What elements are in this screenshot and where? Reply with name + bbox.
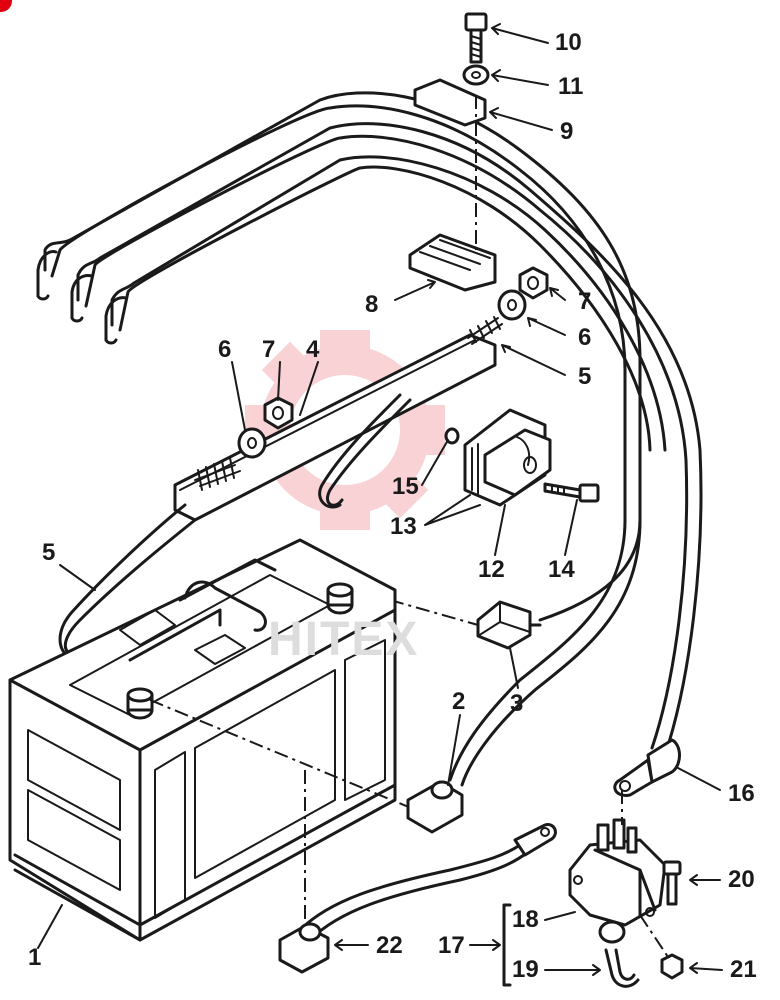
callout-19: 19: [512, 956, 539, 983]
nut-21-icon: [660, 953, 684, 980]
callout-6-left: 6: [218, 336, 232, 363]
solenoid-relay: [568, 818, 667, 944]
callout-4: 4: [306, 336, 320, 363]
ground-cable: [278, 823, 557, 974]
leader-lines: [37, 23, 723, 987]
cable-to-terminal-2: [448, 518, 627, 782]
callout-18: 18: [512, 906, 539, 933]
washer-11-icon: [462, 64, 490, 86]
callout-21: 21: [730, 956, 757, 983]
battery: [8, 538, 397, 942]
callout-13: 13: [390, 513, 417, 540]
fuse-holder: [463, 408, 552, 507]
bolt-10-icon: [464, 12, 488, 64]
ring-terminal-16: [613, 738, 681, 797]
callout-16: 16: [728, 780, 755, 807]
callout-11: 11: [558, 73, 584, 100]
long-cables: [36, 91, 703, 757]
pad-8: [408, 233, 497, 292]
callout-7-left: 7: [262, 336, 276, 363]
clamp-bar: [58, 333, 497, 660]
terminal-axis-line: [149, 699, 441, 821]
callout-10: 10: [555, 29, 582, 56]
bolt-20-icon: [662, 860, 682, 906]
callout-3: 3: [510, 690, 524, 717]
callout-5-left: 5: [42, 539, 56, 566]
callout-9: 9: [560, 118, 574, 145]
callout-20: 20: [728, 866, 755, 893]
callout-15: 15: [392, 473, 419, 500]
callout-7-right: 7: [578, 288, 592, 315]
callout-2: 2: [452, 688, 466, 715]
pipe-19-icon: [604, 948, 640, 988]
washer-right-icon: [497, 289, 527, 321]
connector-3: [476, 600, 532, 650]
callout-1: 1: [28, 944, 42, 971]
watermark-text: HITEX: [268, 613, 420, 666]
washer-left-icon: [237, 427, 267, 459]
bolt-14-icon: [543, 482, 600, 503]
callout-17: 17: [438, 932, 465, 959]
bracket-9: [413, 78, 487, 127]
callout-6-right: 6: [578, 324, 592, 351]
nut-right-icon: [518, 266, 549, 300]
cable-to-terminal-2b: [460, 518, 642, 787]
callout-5-right: 5: [578, 363, 592, 390]
callout-22: 22: [376, 932, 403, 959]
threaded-rods: [194, 316, 503, 491]
callout-12: 12: [478, 556, 505, 583]
nut-left-icon: [263, 396, 294, 430]
terminal-clamp-2: [406, 780, 464, 834]
solenoid-axis-line: [639, 914, 671, 961]
callout-8: 8: [365, 291, 379, 318]
small-washer-15-icon: [444, 427, 460, 445]
callout-14: 14: [548, 556, 575, 583]
